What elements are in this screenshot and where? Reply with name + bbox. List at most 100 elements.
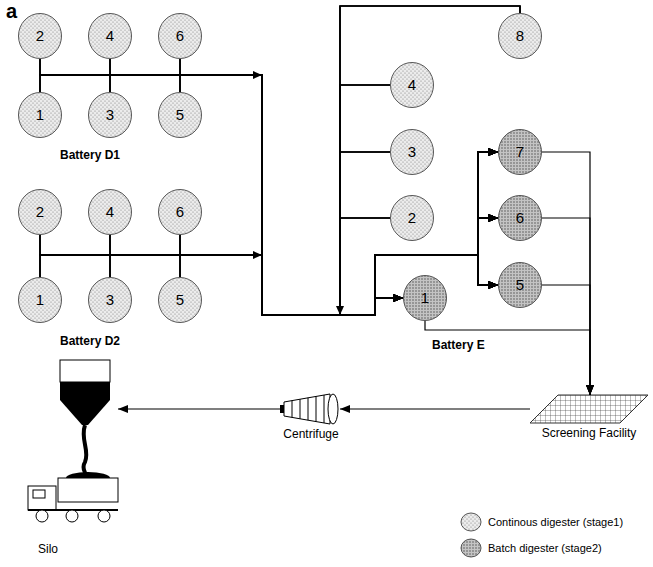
panel-letter: a	[6, 0, 17, 23]
digester-fill	[89, 190, 132, 235]
digester-circle: 3	[390, 129, 434, 175]
centrifuge: Centrifuge	[282, 394, 340, 424]
legend-swatch-frame	[460, 538, 482, 558]
digester-number: 1	[403, 275, 447, 321]
legend-swatch-frame	[460, 512, 482, 532]
digester-fill	[19, 278, 62, 323]
battery-label: Battery E	[432, 338, 485, 352]
component-label: Silo	[38, 542, 58, 556]
flow-connector	[340, 152, 403, 315]
digester-number: 2	[18, 189, 62, 235]
digester-stipple	[89, 190, 132, 235]
flow-connector	[542, 152, 590, 395]
flow-connector	[180, 75, 498, 315]
digester-number: 2	[390, 195, 434, 241]
digester-number: 1	[18, 277, 62, 323]
digester-stipple	[391, 196, 434, 241]
digester-fill	[19, 190, 62, 235]
flow-connector	[110, 59, 403, 315]
digester-fill	[19, 14, 62, 59]
flow-connector	[180, 59, 498, 315]
digester-circle: 3	[88, 92, 132, 138]
flow-connector	[180, 59, 498, 315]
flow-connector	[118, 408, 282, 409]
flow-connector	[340, 6, 520, 315]
digester-number: 3	[88, 277, 132, 323]
flow-connector	[110, 59, 498, 315]
digester-circle: 3	[88, 277, 132, 323]
flow-connector	[110, 75, 403, 315]
digester-stipple	[159, 14, 202, 59]
digester-circle: 8	[498, 13, 542, 59]
digester-fill	[391, 196, 434, 241]
digester-fill	[19, 93, 62, 138]
flow-connector	[340, 85, 403, 315]
battery-label: Battery D2	[60, 334, 120, 348]
digester-fill	[89, 278, 132, 323]
digester-fill	[499, 14, 542, 59]
flow-connector	[110, 75, 498, 315]
digester-circle: 5	[158, 92, 202, 138]
flow-connector	[180, 75, 498, 315]
component-label: Screening Facility	[542, 426, 637, 440]
digester-fill	[89, 93, 132, 138]
digester-stipple	[89, 14, 132, 59]
flow-connector	[542, 218, 590, 395]
digester-circle: 6	[498, 195, 542, 241]
digester-circle: 2	[18, 189, 62, 235]
silo: Silo	[18, 358, 118, 522]
flow-connector	[180, 218, 498, 315]
legend-item: Continous digester (stage1)	[460, 512, 623, 532]
digester-circle: 2	[390, 195, 434, 241]
digester-stipple	[499, 263, 542, 308]
flow-connector	[110, 59, 498, 315]
flow-connector	[180, 75, 498, 315]
digester-number: 6	[158, 13, 202, 59]
legend-item: Batch digester (stage2)	[460, 538, 602, 558]
digester-stipple	[19, 14, 62, 59]
legend-swatch	[461, 539, 481, 557]
flow-connector	[110, 75, 498, 315]
digester-fill	[391, 130, 434, 175]
digester-number: 4	[390, 62, 434, 108]
digester-stipple	[391, 63, 434, 108]
digester-stipple	[19, 278, 62, 323]
digester-stipple	[19, 190, 62, 235]
digester-fill	[159, 190, 202, 235]
component-label: Centrifuge	[283, 427, 338, 441]
digester-stipple	[89, 278, 132, 323]
flow-connector	[340, 6, 520, 315]
digester-stipple	[499, 196, 542, 241]
legend-swatch	[461, 513, 481, 531]
digester-number: 3	[390, 129, 434, 175]
screening-facility: Screening Facility	[530, 395, 648, 423]
flow-connector	[340, 218, 403, 315]
digester-circle: 1	[18, 92, 62, 138]
digester-circle: 1	[403, 275, 447, 321]
flow-connector	[340, 6, 520, 315]
digester-circle: 4	[88, 189, 132, 235]
digester-fill	[499, 130, 542, 175]
digester-fill	[499, 263, 542, 308]
legend-stipple	[461, 513, 481, 531]
flow-connector	[425, 321, 590, 395]
digester-number: 5	[498, 262, 542, 308]
digester-stipple	[19, 93, 62, 138]
flow-connector	[180, 218, 498, 315]
digester-stipple	[391, 130, 434, 175]
battery-label: Battery D1	[60, 148, 120, 162]
digester-stipple	[404, 276, 447, 321]
digester-number: 3	[88, 92, 132, 138]
flow-connector	[110, 255, 403, 315]
digester-circle: 4	[390, 62, 434, 108]
digester-fill	[159, 14, 202, 59]
digester-circle: 6	[158, 189, 202, 235]
legend-stipple	[461, 539, 481, 557]
flow-connector	[180, 59, 498, 315]
digester-number: 4	[88, 13, 132, 59]
digester-number: 1	[18, 92, 62, 138]
digester-fill	[391, 63, 434, 108]
digester-circle: 5	[158, 277, 202, 323]
screen-mesh	[530, 395, 648, 423]
digester-stipple	[89, 93, 132, 138]
